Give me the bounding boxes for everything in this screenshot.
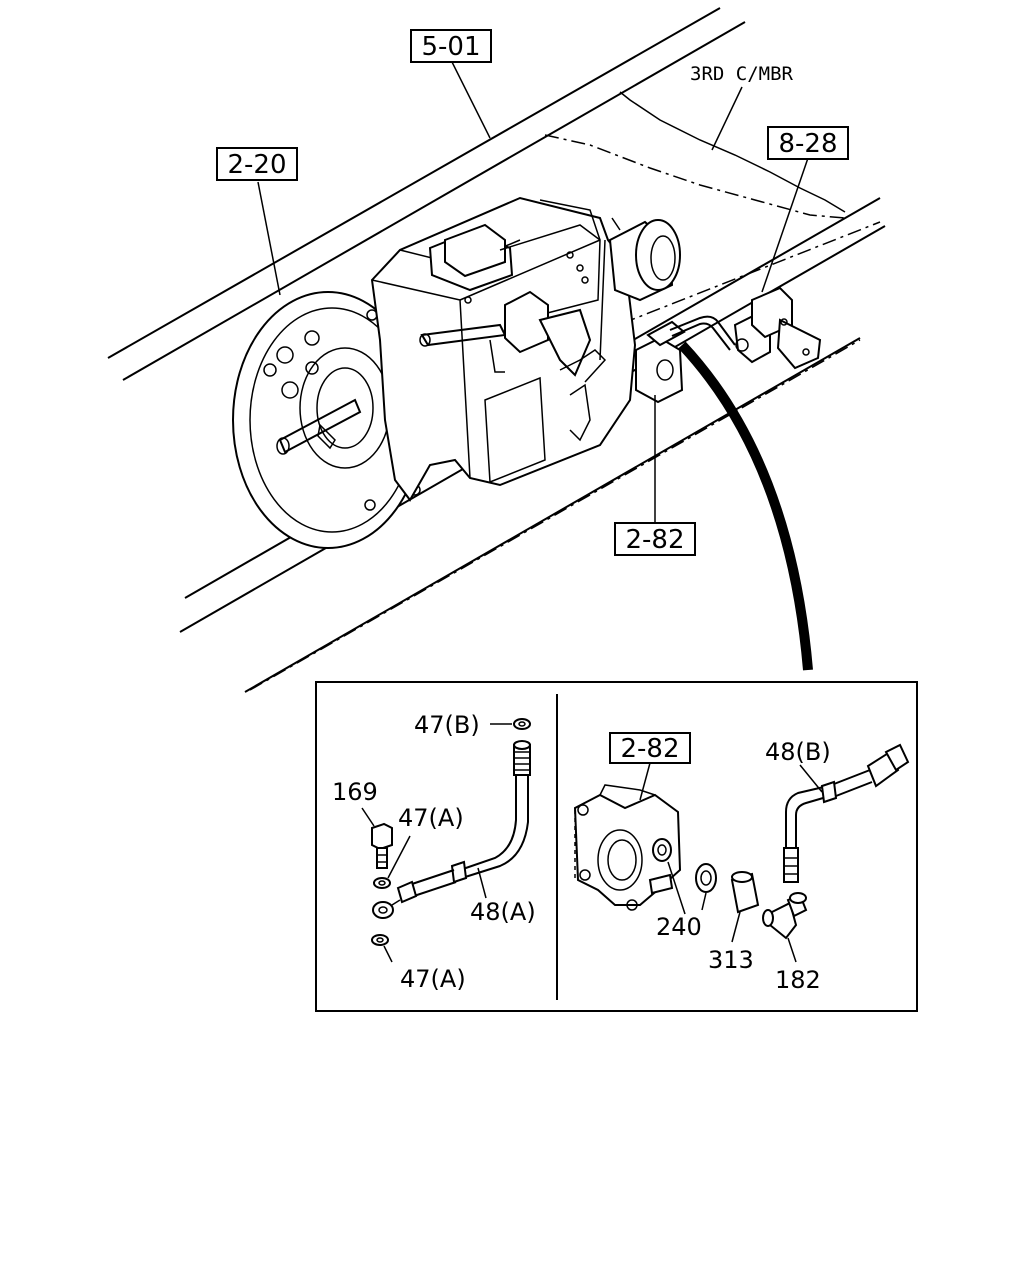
label-47a-top: 47(A)	[398, 804, 464, 832]
third-crossmember-label: 3RD C/MBR	[690, 63, 794, 85]
callout-2-82-detail: 2-82	[609, 732, 691, 764]
callout-2-82-main: 2-82	[614, 522, 696, 556]
label-240: 240	[656, 913, 702, 941]
label-169: 169	[332, 778, 378, 806]
label-47b: 47(B)	[414, 711, 480, 739]
leader-lines	[257, 61, 809, 525]
callout-8-28: 8-28	[767, 126, 849, 160]
detail-right-parts	[573, 743, 910, 963]
callout-5-01: 5-01	[410, 29, 492, 63]
label-48a: 48(A)	[470, 898, 536, 926]
callout-2-82-detail-label: 2-82	[620, 734, 679, 764]
detail-left-parts	[361, 718, 531, 963]
callout-2-82-main-label: 2-82	[625, 525, 684, 555]
pto-pump-installed	[635, 286, 822, 671]
third-crossmember	[544, 91, 846, 219]
transmission-body	[370, 196, 681, 502]
label-47a-bottom: 47(A)	[400, 965, 466, 993]
label-313: 313	[708, 946, 754, 974]
label-182: 182	[775, 966, 821, 994]
label-48b: 48(B)	[765, 738, 831, 766]
callout-2-20-label: 2-20	[227, 150, 286, 180]
callout-2-20: 2-20	[216, 147, 298, 181]
callout-5-01-label: 5-01	[421, 32, 480, 62]
callout-8-28-label: 8-28	[778, 129, 837, 159]
